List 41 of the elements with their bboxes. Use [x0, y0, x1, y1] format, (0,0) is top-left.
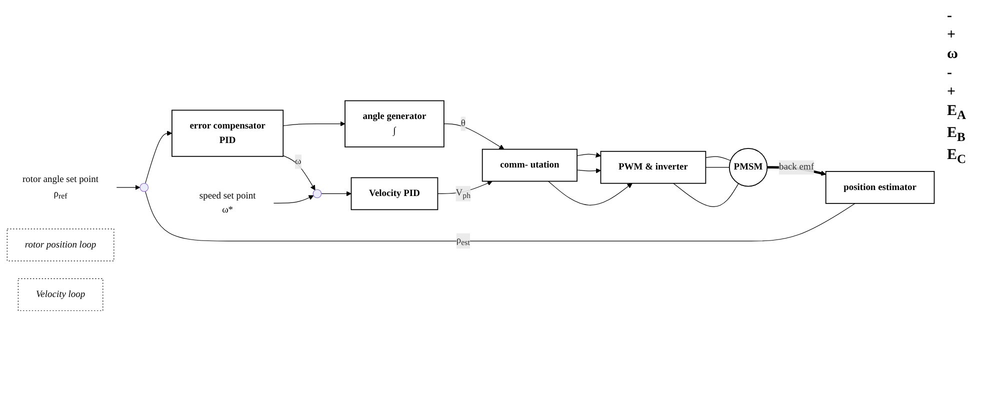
- arrow: [576, 152, 601, 158]
- node-box: position estimator: [825, 170, 935, 204]
- arrow: [282, 155, 316, 190]
- node-box: PWM & inverter: [600, 150, 706, 184]
- node-box: comm- utation: [482, 148, 578, 182]
- arrow: [282, 121, 346, 126]
- signal-label: E$_{C}$: [947, 147, 966, 167]
- connector: [145, 190, 856, 242]
- signal-label: ω: [947, 46, 958, 63]
- node-box: Velocity PID: [350, 177, 438, 210]
- node-box: error compensator PID: [172, 110, 284, 157]
- arrow: [145, 130, 172, 184]
- connector: [705, 166, 730, 168]
- edge-label: θ: [460, 118, 466, 128]
- arrow: [548, 180, 632, 206]
- node-circle: [312, 189, 322, 198]
- arrow: [321, 190, 352, 196]
- signal-label: +: [947, 27, 956, 44]
- connector: [705, 156, 731, 161]
- signal-label: E$_{A}$: [947, 103, 966, 123]
- edge-label: V$_{ph}$: [456, 188, 471, 200]
- arrow: [576, 168, 601, 174]
- edge-label: back emf: [779, 162, 814, 172]
- arrow: [273, 195, 314, 204]
- node-circle: PMSM: [728, 148, 768, 187]
- connector: [673, 182, 739, 207]
- node-text: rotor angle set point ρ$_{ref}$: [22, 174, 99, 200]
- arrow: [437, 180, 492, 194]
- node-text: speed set point ω*: [199, 190, 256, 215]
- signal-label: +: [947, 84, 956, 101]
- node-circle: [140, 182, 149, 192]
- edge-label: ρ$_{est}$: [456, 234, 470, 247]
- node-box: rotor position loop: [6, 228, 114, 261]
- signal-label: -: [947, 65, 952, 82]
- edge-label: ω: [294, 156, 302, 166]
- arrow: [444, 123, 504, 150]
- node-box: angle generator ∫: [344, 100, 444, 148]
- node-box: Velocity loop: [18, 278, 104, 311]
- signal-label: E$_{B}$: [947, 125, 966, 145]
- signal-label: -: [947, 8, 952, 25]
- arrow: [116, 184, 140, 190]
